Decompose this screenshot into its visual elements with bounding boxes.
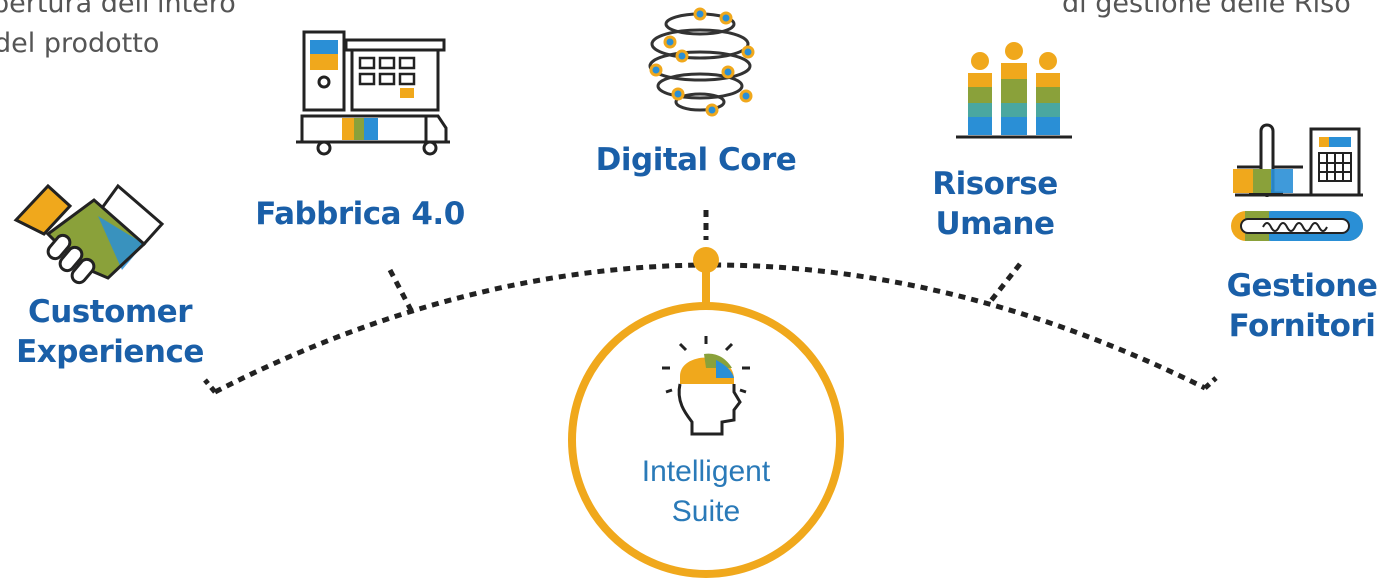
arc-left-end: [203, 378, 217, 394]
center-label: Intelligent Suite: [596, 452, 816, 532]
center-circle: [568, 302, 844, 578]
node-label-gestione: Gestione Fornitori: [1212, 266, 1389, 346]
tick-fabbrica: [387, 268, 415, 314]
network-sphere-icon: [648, 7, 755, 117]
digital-line1: Digital Core: [595, 142, 797, 178]
gestione-line1: Gestione: [1226, 268, 1378, 304]
customer-line2: Experience: [16, 334, 204, 370]
center-line2: Suite: [671, 495, 741, 528]
right-fragment-line1: di gestione delle Riso: [1062, 0, 1351, 19]
risorse-line2: Umane: [935, 206, 1056, 242]
tick-risorse: [988, 262, 1022, 304]
gestione-line2: Fornitori: [1228, 308, 1376, 344]
arc-right-end: [1203, 376, 1218, 390]
left-fragment-line1: pertura dell'intero: [0, 0, 236, 19]
customer-line1: Customer: [27, 294, 193, 330]
center-pin: [693, 247, 719, 273]
factory-icon: [296, 30, 450, 156]
node-label-risorse: Risorse Umane: [900, 164, 1090, 244]
supplier-plane-icon: [1231, 123, 1363, 241]
brain-head-icon: [662, 336, 750, 436]
handshake-icon: [13, 183, 165, 285]
fabbrica-line1: Fabbrica 4.0: [255, 196, 465, 232]
node-label-digital-core: Digital Core: [566, 140, 826, 180]
node-label-customer: Customer Experience: [0, 292, 220, 372]
people-icon: [956, 42, 1072, 139]
risorse-line1: Risorse: [932, 166, 1058, 202]
node-label-fabbrica: Fabbrica 4.0: [232, 194, 488, 234]
center-line1: Intelligent: [641, 455, 771, 488]
left-fragment-line2: del prodotto: [0, 28, 160, 59]
